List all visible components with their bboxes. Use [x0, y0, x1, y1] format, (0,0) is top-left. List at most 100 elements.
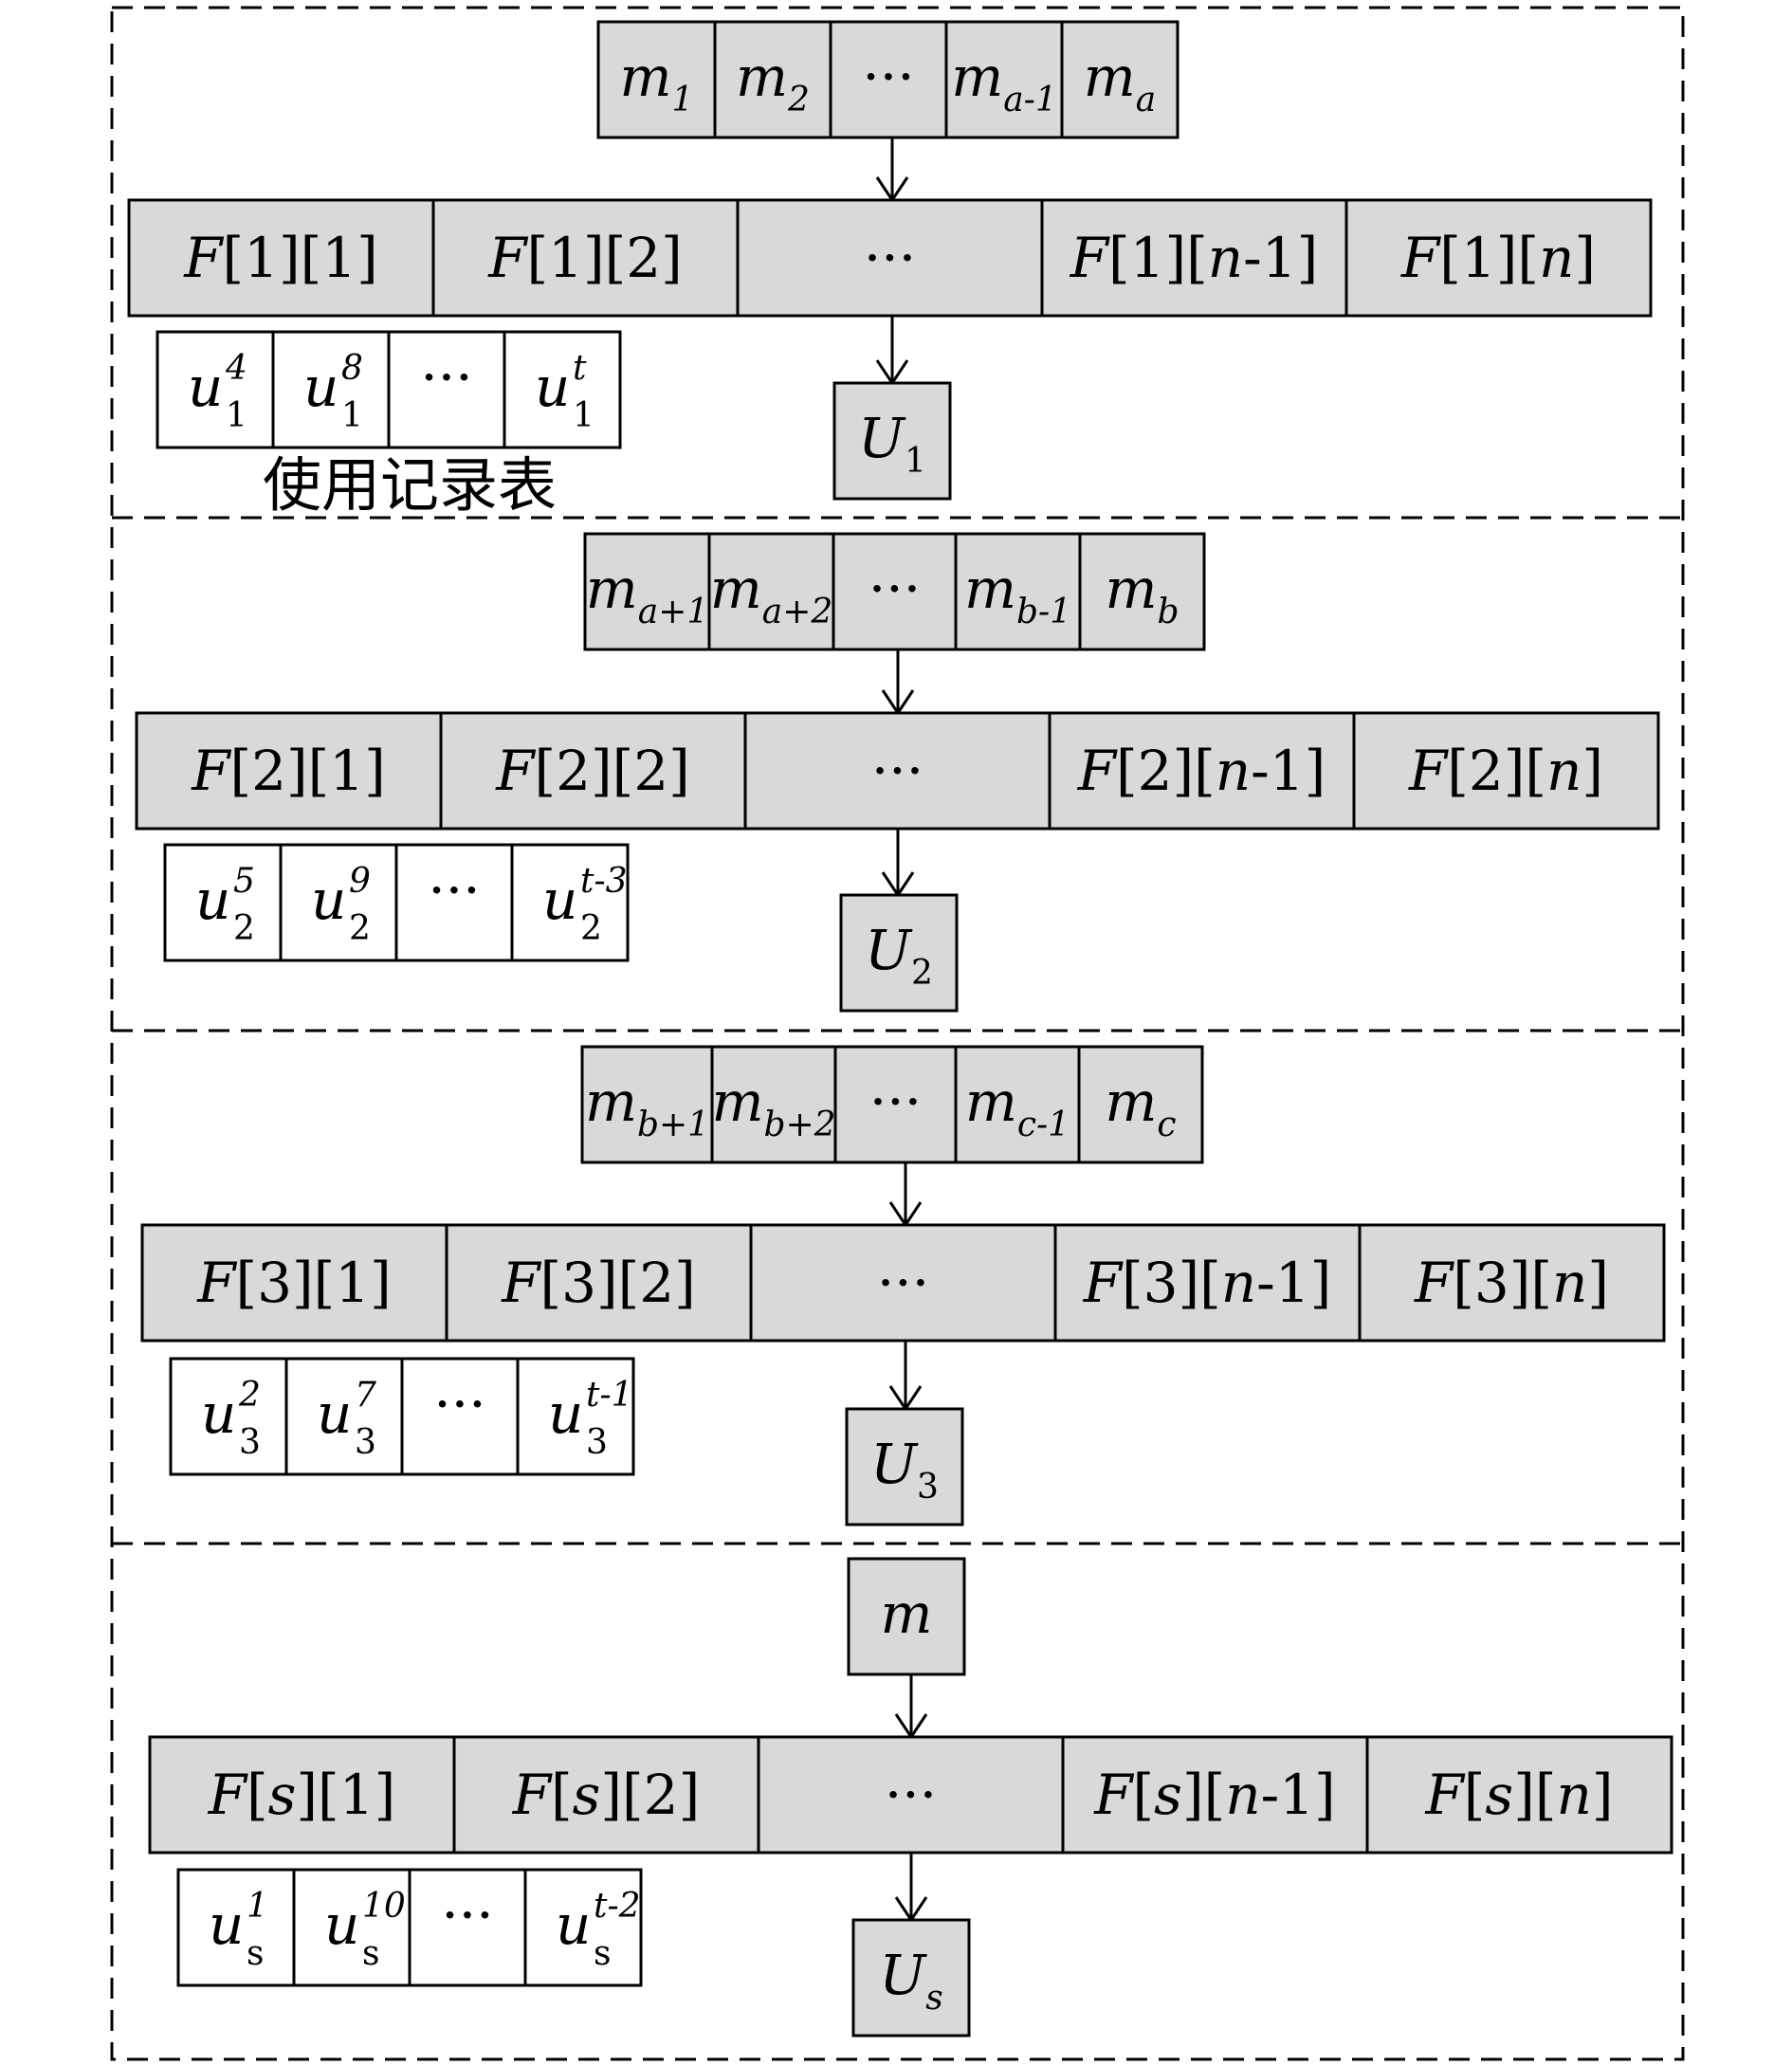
section-3-m-label: mb+2	[711, 1069, 835, 1144]
section-1-usage-cell	[271, 330, 391, 449]
section-3-f-cell	[1053, 1223, 1362, 1343]
section-s-usage-subscript: s	[362, 1934, 379, 1973]
section-1-usage-subscript: 1	[341, 396, 363, 435]
section-s-u-result-box	[851, 1918, 971, 2038]
section-2-f-label: F[2][2]	[495, 739, 690, 803]
section-2-f-cell	[743, 711, 1051, 831]
section-3-m-label: mb+1	[585, 1069, 709, 1144]
section-3-m-label: mc-1	[965, 1069, 1070, 1144]
section-s-usage-subscript: s	[247, 1934, 264, 1973]
section-1-usage-label: u	[188, 355, 223, 419]
section-3-f-label: ···	[877, 1251, 929, 1315]
section-2-m-cell	[832, 532, 958, 651]
section-1-u-result-label: U1	[858, 406, 926, 481]
section-2-usage-subscript: 2	[233, 909, 255, 948]
section-1-usage-label: u	[303, 355, 338, 419]
section-2-m-cell	[954, 532, 1082, 651]
section-1-usage-label: ···	[420, 345, 472, 410]
section-2-m-label: ma+2	[710, 557, 833, 631]
section-3-usage-cell	[284, 1357, 404, 1476]
section-2-usage-superscript: 5	[233, 862, 255, 901]
section-3-f-cell	[749, 1223, 1057, 1343]
section-3-usage-superscript: 7	[355, 1376, 376, 1415]
diagram-content: m1 m 2 ··· ma-1 maF[1][1] F[1][2] ··· F[1][n-1] F…	[127, 20, 1673, 2038]
section-s-usage-subscript: s	[594, 1934, 611, 1973]
section-s-usage-cell	[408, 1868, 527, 1987]
section-s-f-cell	[1061, 1735, 1369, 1855]
section-2-usage-label: u	[311, 868, 346, 932]
section-3-usage-superscript: 2	[238, 1376, 261, 1415]
section-1-m-label: ma	[1084, 45, 1156, 119]
section-1-usage-superscript: t	[573, 349, 587, 388]
section-2-usage-label: u	[195, 868, 230, 932]
section-s-f-label: F[s][2]	[512, 1763, 700, 1827]
section-2-f-label: F[2][n-1]	[1077, 739, 1326, 803]
section-s-usage-superscript: 10	[362, 1887, 406, 1926]
section-1-usage-cell	[503, 330, 622, 449]
section-1-m-cell	[829, 20, 948, 139]
section-1-f-label: F[1][n]	[1400, 226, 1596, 290]
section-3-f-cell	[1358, 1223, 1666, 1343]
outer-dashed-border	[110, 6, 1685, 2061]
section-2-usage-superscript: 9	[349, 862, 371, 901]
section-1-f-label: F[1][1]	[183, 226, 378, 290]
section-s-usage-label: u	[324, 1892, 359, 1957]
section-2-usage-label: ···	[428, 858, 480, 923]
section-2-f-cell	[439, 711, 747, 831]
section-1-f-cell	[431, 198, 740, 318]
section-3-m-cell	[1077, 1045, 1204, 1164]
usage-record-caption: 使用记录表	[263, 450, 557, 520]
section-2-f-label: ···	[871, 739, 923, 803]
section-3-f-label: F[3][1]	[196, 1251, 392, 1315]
section-2-m-cell	[583, 532, 711, 651]
section-s-usage-label: u	[209, 1892, 244, 1957]
section-1-f-cell	[736, 198, 1044, 318]
section-2-m-cell	[1078, 532, 1206, 651]
section-1-f-cell	[1040, 198, 1348, 318]
section-3-u-result-label: U3	[870, 1432, 939, 1507]
section-3-usage-label: ···	[433, 1372, 485, 1436]
section-3-m-cell	[710, 1045, 837, 1164]
section-s-m-cell	[847, 1557, 966, 1676]
section-s-u-result-label: Us	[879, 1943, 942, 2018]
section-2-u-result-box	[839, 893, 959, 1013]
section-s-f-label: F[s][1]	[208, 1763, 395, 1827]
section-1-f-label: F[1][n-1]	[1070, 226, 1319, 290]
section-s-f-label: F[s][n-1]	[1093, 1763, 1335, 1827]
section-s-f-cell	[452, 1735, 760, 1855]
section-2-m-cell	[707, 532, 835, 651]
section-3-m-cell	[833, 1045, 958, 1164]
section-s-usage-cell	[523, 1868, 643, 1987]
section-s-m-label: m	[881, 1581, 933, 1646]
section-3-m-label: ···	[869, 1069, 922, 1134]
section-1-f-cell	[1344, 198, 1653, 318]
section-3-usage-subscript: 3	[586, 1423, 608, 1462]
section-1-m-cell	[596, 20, 717, 139]
section-1-m-label: ma-1	[951, 45, 1057, 119]
section-2-usage-superscript: t-3	[580, 862, 628, 901]
section-1-usage-superscript: 4	[225, 349, 247, 388]
section-3-f-label: F[3][n-1]	[1083, 1251, 1332, 1315]
section-1-m-cell	[1060, 20, 1179, 139]
section-1-usage-subscript: 1	[226, 396, 247, 435]
section-3-usage-superscript: t-1	[586, 1376, 633, 1415]
section-2-usage-subscript: 2	[349, 909, 371, 948]
section-1-usage-subscript: 1	[573, 396, 594, 435]
section-3-usage-subscript: 3	[355, 1423, 376, 1462]
section-3-m-label: mc	[1105, 1069, 1176, 1144]
section-2-m-label: ma+1	[586, 557, 709, 631]
section-s-f-cell	[757, 1735, 1065, 1855]
section-1-m-label: ···	[862, 45, 914, 109]
section-1-usage-label: u	[535, 355, 570, 419]
section-1-f-label: F[1][2]	[487, 226, 683, 290]
section-2-m-label: mb	[1105, 557, 1179, 631]
section-3-f-label: F[3][2]	[501, 1251, 696, 1315]
section-2-f-label: F[2][1]	[191, 739, 386, 803]
section-1-m-cell	[713, 20, 832, 139]
section-3-f-label: F[3][n]	[1414, 1251, 1609, 1315]
section-1-m-label: m1	[620, 45, 694, 119]
section-2-usage-label: u	[542, 868, 577, 932]
section-3-m-cell	[580, 1045, 714, 1164]
section-1-f-cell	[127, 198, 435, 318]
